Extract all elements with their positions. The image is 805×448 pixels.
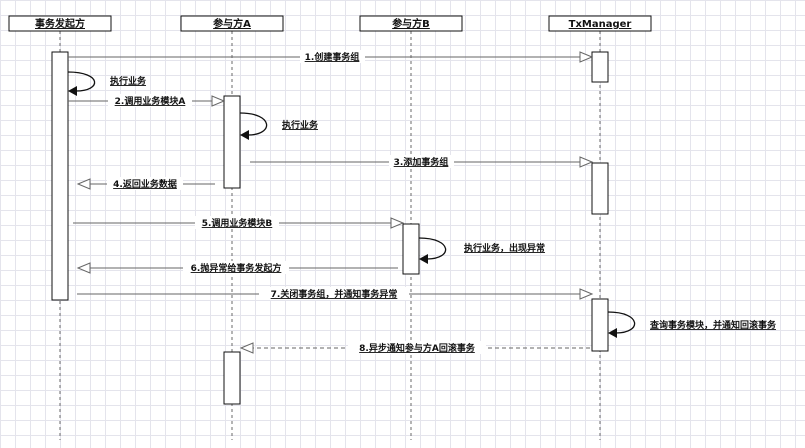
participant-initiator: 事务发起方: [8, 15, 112, 32]
message-arrowhead: [579, 288, 594, 300]
message-arrowhead: [390, 217, 405, 229]
activation-txmanager-3: [591, 298, 609, 352]
message-async-rollback: 8.异步通知参与方A回滚事务: [239, 341, 590, 354]
activation-participant-a-2: [223, 351, 241, 405]
participant-initiator-label: 事务发起方: [35, 17, 85, 30]
message-return-data-label: 4.返回业务数据: [113, 178, 177, 190]
self-call-arrowhead: [68, 86, 77, 96]
message-create-group: 1.创建事务组: [68, 50, 594, 63]
message-return-data: 4.返回业务数据: [76, 177, 215, 190]
message-async-rollback-label: 8.异步通知参与方A回滚事务: [359, 342, 476, 354]
participant-participant-b: 参与方B: [359, 15, 463, 32]
participant-participant-a: 参与方A: [180, 15, 284, 32]
self-call-arrowhead: [419, 254, 428, 264]
message-arrowhead: [76, 262, 91, 274]
message-arrowhead: [211, 95, 226, 107]
self-call-arrowhead: [240, 130, 249, 140]
message-add-group: 3.添加事务组: [250, 155, 594, 168]
self-call-initiator-exec: 执行业务: [67, 71, 147, 96]
message-call-a-label: 2.调用业务模块A: [115, 95, 186, 107]
message-throw-exception: 6.抛异常给事务发起方: [76, 261, 398, 274]
message-call-b-label: 5.调用业务模块B: [202, 217, 273, 229]
activation-initiator: [51, 51, 69, 301]
message-create-group-label: 1.创建事务组: [305, 51, 360, 63]
message-throw-exception-label: 6.抛异常给事务发起方: [191, 262, 282, 274]
activation-participant-a-1: [223, 95, 241, 189]
self-call-b-exec-label: 执行业务，出现异常: [464, 242, 545, 254]
message-close-group: 7.关闭事务组，并通知事务异常: [77, 287, 594, 300]
self-call-a-exec: 执行业务: [239, 112, 319, 140]
message-close-group-label: 7.关闭事务组，并通知事务异常: [271, 288, 398, 300]
self-call-tx-query-label: 查询事务模块，并通知回滚事务: [649, 319, 777, 331]
activation-txmanager-1: [591, 51, 609, 83]
message-call-a: 2.调用业务模块A: [68, 94, 226, 107]
self-call-a-exec-label: 执行业务: [282, 119, 319, 131]
self-call-tx-query: 查询事务模块，并通知回滚事务: [607, 311, 777, 338]
participant-participant-a-label: 参与方A: [213, 17, 251, 30]
message-arrowhead: [579, 156, 594, 168]
activation-participant-b: [402, 223, 420, 275]
self-call-arrowhead: [608, 328, 617, 338]
message-add-group-label: 3.添加事务组: [394, 156, 449, 168]
message-call-b: 5.调用业务模块B: [73, 216, 405, 229]
self-call-initiator-exec-label: 执行业务: [110, 75, 147, 87]
participant-txmanager: TxManager: [548, 15, 652, 32]
participant-txmanager-label: TxManager: [569, 19, 632, 30]
activation-txmanager-2: [591, 162, 609, 215]
participant-participant-b-label: 参与方B: [392, 17, 430, 30]
message-arrowhead: [239, 342, 254, 354]
message-arrowhead: [579, 51, 594, 63]
self-call-b-exec: 执行业务，出现异常: [418, 237, 545, 264]
message-arrowhead: [76, 178, 91, 190]
